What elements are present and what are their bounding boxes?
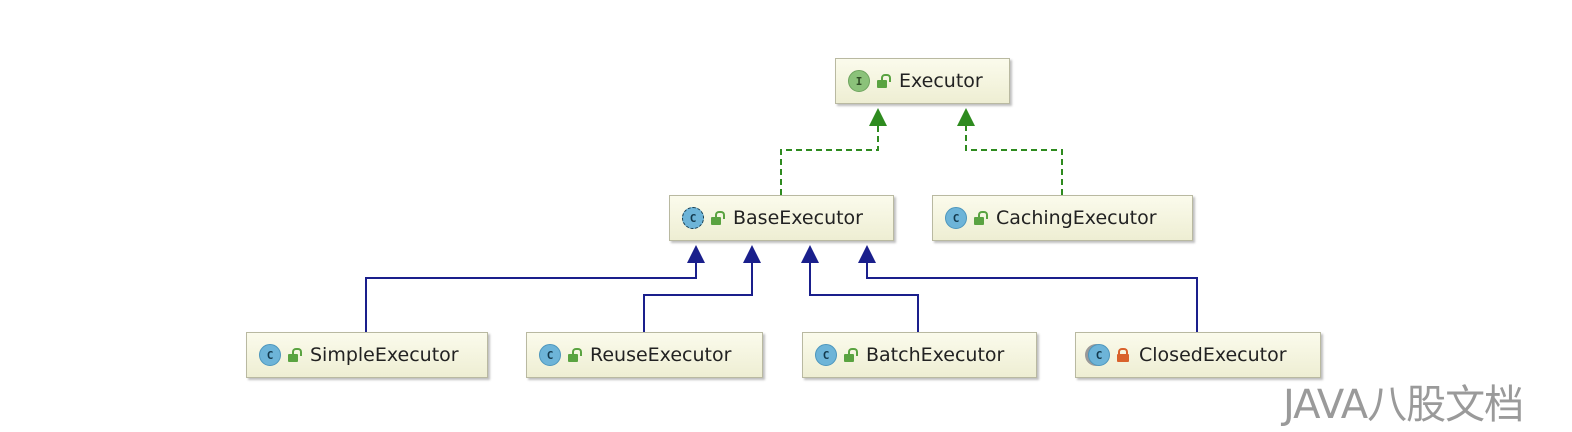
watermark: JAVA八股文档 xyxy=(1283,382,1524,428)
node-batch-executor[interactable]: C BatchExecutor xyxy=(802,332,1037,378)
public-visibility-icon xyxy=(844,348,856,362)
node-label: Executor xyxy=(899,70,983,92)
node-simple-executor[interactable]: C SimpleExecutor xyxy=(246,332,488,378)
class-icon: C xyxy=(539,344,561,366)
edge-reuse-to-base xyxy=(643,248,753,332)
node-executor[interactable]: I Executor xyxy=(835,58,1010,104)
public-visibility-icon xyxy=(711,211,723,225)
private-visibility-icon xyxy=(1117,348,1129,362)
arrowhead-caching-to-executor xyxy=(957,108,975,126)
arrowhead-base-to-executor xyxy=(869,108,887,126)
public-visibility-icon xyxy=(974,211,986,225)
arrowhead-reuse-to-base xyxy=(743,245,761,263)
node-reuse-executor[interactable]: C ReuseExecutor xyxy=(526,332,763,378)
node-label: ReuseExecutor xyxy=(590,344,732,366)
node-label: SimpleExecutor xyxy=(310,344,459,366)
node-label: BatchExecutor xyxy=(866,344,1005,366)
node-label: CachingExecutor xyxy=(996,207,1157,229)
inner-class-icon: C xyxy=(1088,344,1110,366)
class-icon: C xyxy=(815,344,837,366)
node-base-executor[interactable]: C BaseExecutor xyxy=(669,195,894,241)
edge-batch-to-base xyxy=(809,248,919,332)
edge-base-to-executor xyxy=(780,111,879,195)
public-visibility-icon xyxy=(877,74,889,88)
abstract-class-icon: C xyxy=(682,207,704,229)
class-icon: C xyxy=(945,207,967,229)
edge-simple-to-base xyxy=(365,248,697,332)
interface-icon: I xyxy=(848,70,870,92)
arrowhead-batch-to-base xyxy=(801,245,819,263)
node-label: ClosedExecutor xyxy=(1139,344,1287,366)
arrowhead-closed-to-base xyxy=(858,245,876,263)
public-visibility-icon xyxy=(568,348,580,362)
node-caching-executor[interactable]: C CachingExecutor xyxy=(932,195,1193,241)
node-closed-executor[interactable]: C ClosedExecutor xyxy=(1075,332,1321,378)
arrowhead-simple-to-base xyxy=(687,245,705,263)
edge-closed-to-base xyxy=(866,248,1198,332)
node-label: BaseExecutor xyxy=(733,207,863,229)
edge-caching-to-executor xyxy=(965,111,1063,195)
class-icon: C xyxy=(259,344,281,366)
public-visibility-icon xyxy=(288,348,300,362)
